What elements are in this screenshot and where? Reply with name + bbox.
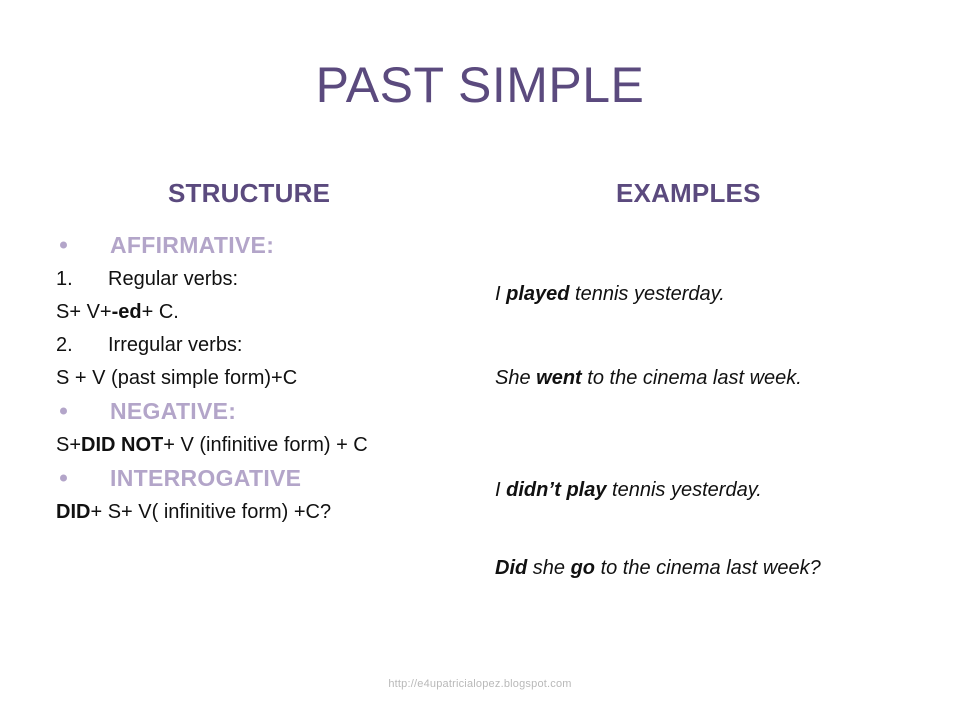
example-verb-played: played: [506, 283, 570, 305]
bullet-icon: [60, 407, 67, 415]
formula-bold-ed: -ed: [111, 300, 142, 323]
page-title: PAST SIMPLE: [315, 57, 645, 113]
bullet-icon: [60, 474, 67, 482]
example-verb-went: went: [536, 367, 582, 389]
structure-column: AFFIRMATIVE: 1. Regular verbs: S+ V+ -ed…: [52, 228, 482, 528]
structure-item-1-label: Regular verbs:: [108, 267, 239, 290]
example-prefix: I: [495, 283, 507, 305]
formula-text: S + V (past simple form)+C: [56, 366, 298, 389]
example-affirmative-irregular: She went to the cinema last week.: [495, 368, 802, 388]
example-negative: I didn’t play tennis yesterday.: [495, 480, 762, 500]
example-verb-go: go: [570, 557, 596, 579]
example-prefix: She: [495, 367, 537, 389]
subheading-negative: NEGATIVE:: [52, 394, 482, 428]
example-suffix: to the cinema last week.: [581, 367, 802, 389]
structure-formula-irregular: S + V (past simple form)+C: [52, 361, 482, 394]
structure-formula-regular: S+ V+ -ed + C.: [52, 295, 482, 328]
example-interrogative: Did she go to the cinema last week?: [495, 558, 821, 578]
column-header-structure: STRUCTURE: [168, 178, 331, 208]
subheading-affirmative-label: AFFIRMATIVE:: [110, 231, 275, 258]
formula-suffix: + S+ V( infinitive form) +C?: [90, 500, 332, 523]
structure-item-1: 1. Regular verbs:: [52, 262, 482, 295]
bullet-icon: [60, 241, 67, 249]
example-aux-did: Did: [495, 557, 528, 579]
subheading-interrogative-label: INTERROGATIVE: [110, 464, 302, 491]
subheading-interrogative: INTERROGATIVE: [52, 461, 482, 495]
example-suffix: tennis yesterday.: [606, 479, 762, 501]
formula-prefix: S+: [56, 433, 82, 456]
subheading-negative-label: NEGATIVE:: [110, 397, 237, 424]
formula-bold-did-not: DID NOT: [81, 433, 164, 456]
example-suffix: to the cinema last week?: [595, 557, 821, 579]
subheading-affirmative: AFFIRMATIVE:: [52, 228, 482, 262]
list-number: 1.: [56, 267, 73, 290]
formula-suffix: + C.: [141, 300, 179, 323]
example-subject: she: [527, 557, 571, 579]
example-affirmative-regular: I played tennis yesterday.: [495, 284, 725, 304]
column-header-examples: EXAMPLES: [616, 178, 761, 208]
example-prefix: I: [495, 479, 507, 501]
formula-suffix: + V (infinitive form) + C: [163, 433, 368, 456]
structure-formula-interrogative: DID + S+ V( infinitive form) +C?: [52, 495, 482, 528]
list-number: 2.: [56, 333, 73, 356]
structure-item-2-label: Irregular verbs:: [108, 333, 243, 356]
formula-prefix: S+ V+: [56, 300, 112, 323]
structure-formula-negative: S+ DID NOT + V (infinitive form) + C: [52, 428, 482, 461]
example-suffix: tennis yesterday.: [569, 283, 725, 305]
formula-bold-did: DID: [56, 500, 91, 523]
example-verb-didnt-play: didn’t play: [506, 479, 607, 501]
structure-item-2: 2. Irregular verbs:: [52, 328, 482, 361]
footer-url: http://e4upatricialopez.blogspot.com: [388, 678, 572, 690]
